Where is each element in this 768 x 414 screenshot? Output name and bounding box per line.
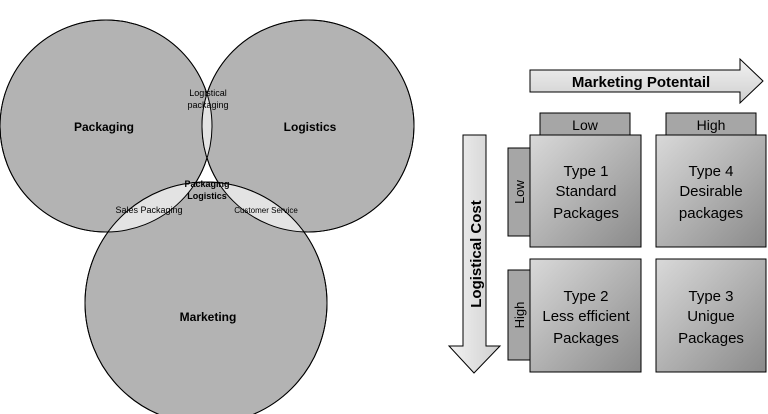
cell-type-1-line-3: Packages: [553, 205, 619, 222]
row-header-high: High: [512, 302, 527, 329]
cell-type-4-line-1: Type 4: [688, 163, 733, 180]
packaging-matrix: Marketing Potentail Logistical Cost Low …: [447, 57, 767, 374]
cell-type-3-line-1: Type 3: [688, 288, 733, 305]
label-logistical-packaging-1: Logistical: [189, 88, 227, 98]
label-logistics: Logistics: [284, 120, 337, 134]
cell-type-3-box: [655, 258, 767, 373]
marketing-potential-arrow: Marketing Potentail: [529, 57, 764, 105]
label-sales-packaging: Sales Packaging: [115, 205, 182, 215]
cell-type-4-line-2: Desirable: [679, 183, 742, 200]
cell-type-4-line-3: packages: [679, 205, 743, 222]
cell-type-1-line-2: Standard: [556, 183, 617, 200]
cell-type-2-box: [529, 258, 642, 373]
cell-type-1-box: [529, 134, 642, 248]
cell-type-2-line-3: Packages: [553, 330, 619, 347]
row-header-low: Low: [512, 179, 527, 203]
cell-type-1-line-1: Type 1: [563, 163, 608, 180]
cell-type-3-line-3: Packages: [678, 330, 744, 347]
cell-type-2-line-2: Less efficient: [542, 308, 630, 325]
label-center-1: Packaging: [184, 179, 229, 189]
label-marketing: Marketing: [180, 310, 237, 324]
y-axis-label: Logistical Cost: [468, 200, 485, 308]
column-header-low: Low: [572, 117, 599, 133]
cell-type-2-line-1: Type 2: [563, 288, 608, 305]
label-customer-service: Customer Service: [234, 206, 298, 215]
cell-type-3-line-2: Unigue: [687, 308, 735, 325]
logistical-cost-arrow: Logistical Cost: [447, 134, 502, 374]
label-logistical-packaging-2: packaging: [187, 100, 228, 110]
venn-diagram: Packaging Logistics Marketing Logistical…: [0, 19, 415, 414]
cell-type-4-box: [655, 134, 767, 248]
x-axis-label: Marketing Potentail: [572, 74, 710, 91]
label-packaging: Packaging: [74, 120, 134, 134]
label-center-2: Logistics: [187, 191, 227, 201]
column-header-high: High: [697, 117, 726, 133]
